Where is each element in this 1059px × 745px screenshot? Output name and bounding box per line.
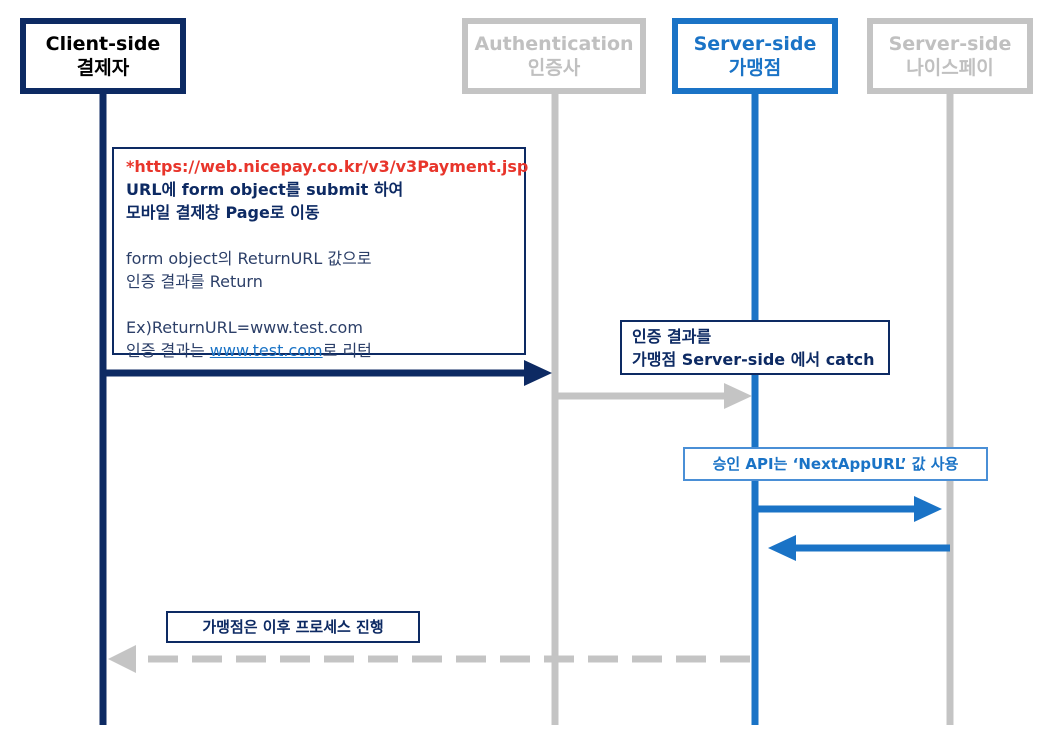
submit-form-text: URL에 form object를 submit 하여 — [126, 180, 404, 199]
actor-merchant-line1: Server-side — [693, 33, 817, 55]
arrow-merchant-to-client-dashed — [108, 645, 750, 673]
approval-api-text: 승인 API는 ‘NextAppURL’ 값 사용 — [712, 454, 959, 473]
actor-merchant-line2: 가맹점 — [728, 57, 782, 79]
actor-auth-line2: 인증사 — [527, 57, 581, 79]
actor-client-side-payer: Client-side 결제자 — [20, 18, 186, 94]
actor-server-side-nicepay: Server-side 나이스페이 — [867, 18, 1033, 94]
example-return-url-text: Ex)ReturnURL=www.test.com — [126, 318, 363, 337]
example-prefix: 인증 결과는 — [126, 341, 210, 360]
actor-authentication: Authentication 인증사 — [462, 18, 646, 94]
payment-url-text: *https://web.nicepay.co.kr/v3/v3Payment.… — [126, 157, 529, 176]
actor-nicepay-line2: 나이스페이 — [906, 57, 994, 79]
actor-nicepay-line1: Server-side — [888, 33, 1012, 55]
return-result-text: 인증 결과를 Return — [126, 272, 263, 291]
note-client-payment-page: *https://web.nicepay.co.kr/v3/v3Payment.… — [112, 147, 529, 360]
actor-auth-line1: Authentication — [474, 33, 634, 55]
continue-process-text: 가맹점은 이후 프로세스 진행 — [202, 617, 384, 636]
arrow-client-to-auth — [103, 360, 552, 386]
auth-result-line2: 가맹점 Server-side 에서 catch — [632, 350, 875, 369]
auth-result-line1: 인증 결과를 — [632, 327, 712, 346]
arrow-nicepay-to-merchant — [768, 535, 950, 561]
actor-client-line1: Client-side — [45, 33, 161, 55]
move-payment-page-text: 모바일 결제창 Page로 이동 — [126, 203, 320, 222]
note-auth-result-catch: 인증 결과를 가맹점 Server-side 에서 catch — [620, 320, 890, 375]
actor-server-side-merchant: Server-side 가맹점 — [672, 18, 838, 94]
example-link[interactable]: www.test.com — [209, 341, 323, 360]
note-approval-api: 승인 API는 ‘NextAppURL’ 값 사용 — [683, 447, 988, 481]
example-return-result-line: 인증 결과는 www.test.com로 리턴 — [126, 339, 512, 362]
example-suffix: 로 리턴 — [322, 341, 372, 360]
arrow-auth-to-merchant — [555, 383, 752, 409]
note-merchant-continue: 가맹점은 이후 프로세스 진행 — [166, 611, 420, 643]
actor-client-line2: 결제자 — [76, 57, 130, 79]
arrow-merchant-to-nicepay — [755, 496, 942, 522]
return-url-text: form object의 ReturnURL 값으로 — [126, 249, 372, 268]
